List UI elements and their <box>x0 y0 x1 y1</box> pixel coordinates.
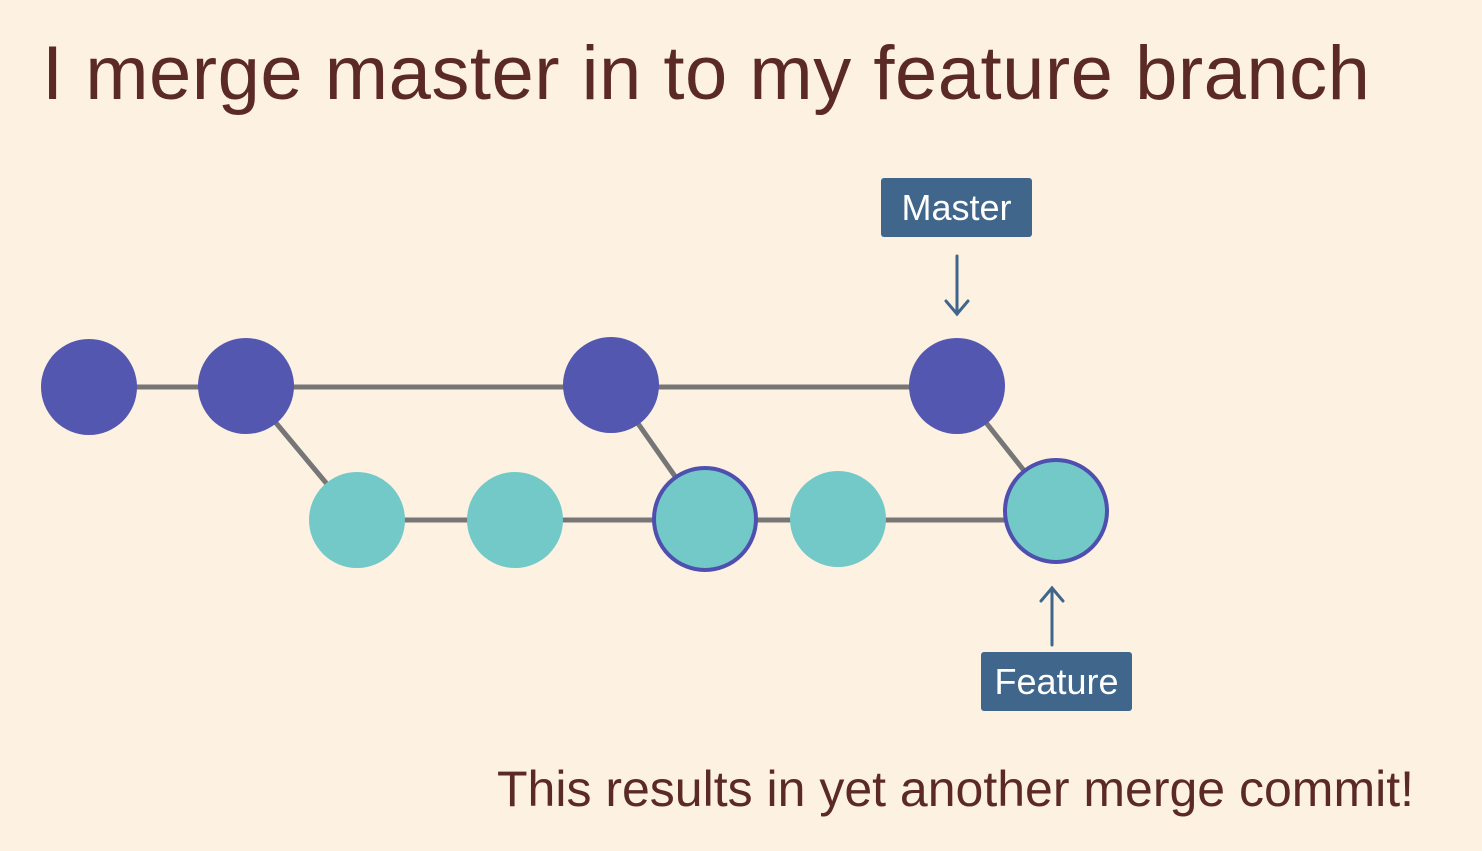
down-arrow-icon <box>944 254 970 317</box>
caption: This results in yet another merge commit… <box>497 761 1414 817</box>
feature-commits <box>309 458 1109 572</box>
feature-commit <box>790 471 886 567</box>
master-label-box <box>881 178 1032 237</box>
feature-pointer: Feature <box>981 585 1132 711</box>
master-commit <box>563 337 659 433</box>
master-commits <box>41 337 1005 435</box>
master-label: Master <box>901 187 1011 228</box>
feature-label-box <box>981 652 1132 711</box>
up-arrow-icon <box>1039 585 1065 647</box>
master-commit <box>41 339 137 435</box>
feature-label: Feature <box>994 661 1118 702</box>
feature-commit <box>309 472 405 568</box>
master-commit <box>198 338 294 434</box>
master-pointer: Master <box>881 178 1032 317</box>
slide-title: I merge master in to my feature branch <box>42 31 1371 116</box>
master-commit <box>909 338 1005 434</box>
merge-commit <box>1003 458 1109 564</box>
feature-commit <box>467 472 563 568</box>
merge-commit <box>652 466 758 572</box>
